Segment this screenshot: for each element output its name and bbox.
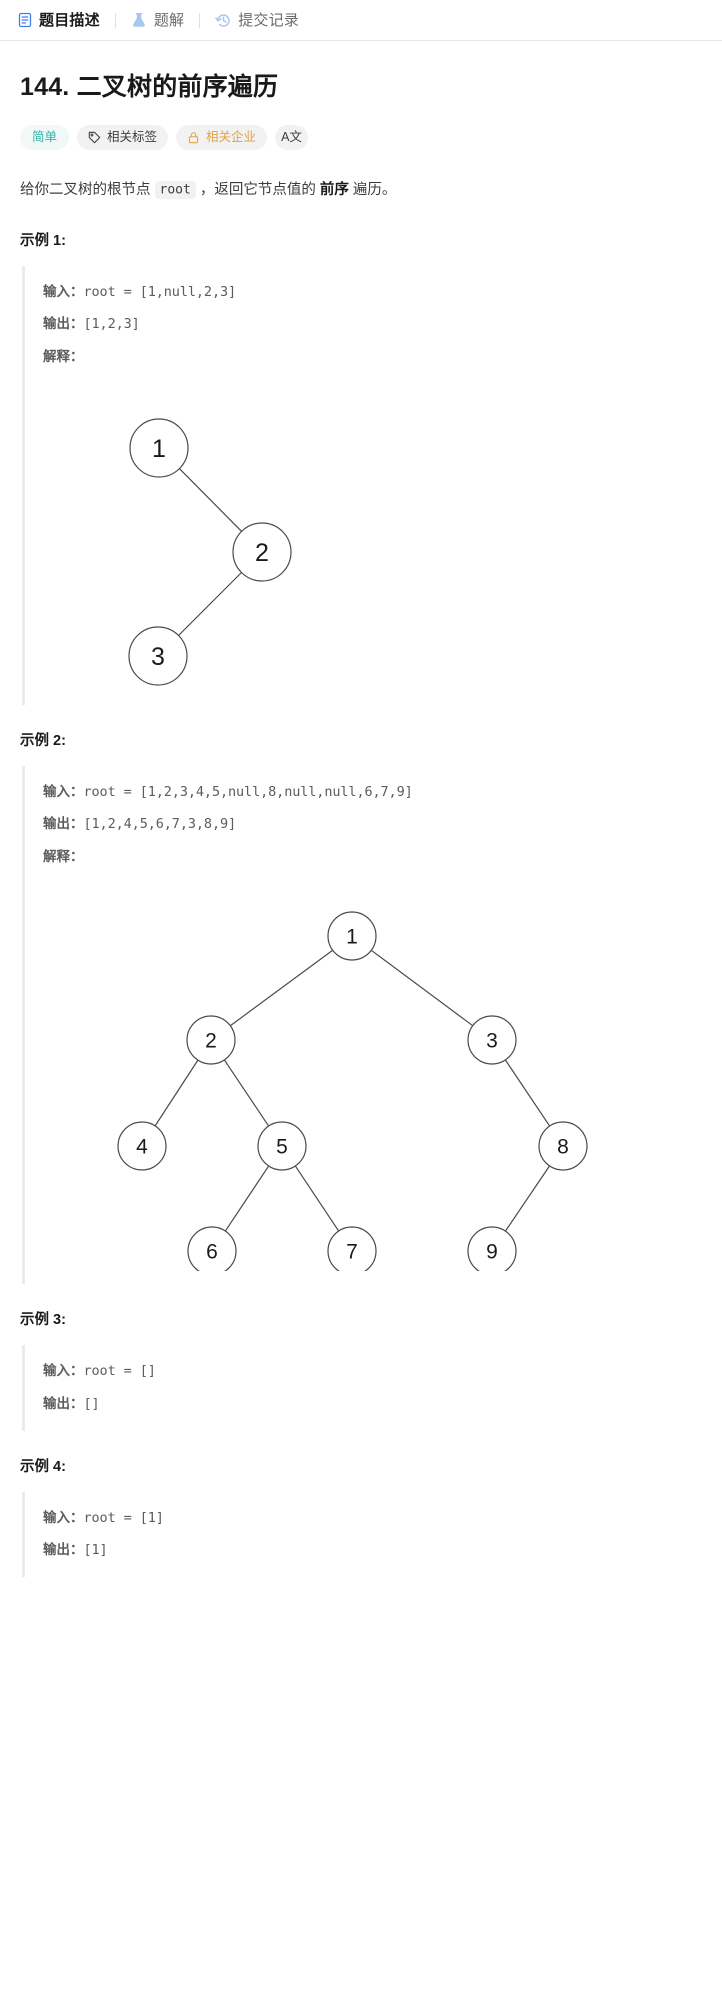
tree-node: 8 bbox=[538, 1121, 588, 1172]
tab-description-label: 题目描述 bbox=[39, 11, 100, 29]
tree-node: 1 bbox=[327, 911, 377, 962]
output-label: 输出： bbox=[43, 816, 84, 832]
input-label: 输入： bbox=[43, 283, 84, 299]
svg-text:9: 9 bbox=[486, 1241, 498, 1264]
desc-suffix: 遍历。 bbox=[348, 181, 397, 198]
tree-node: 2 bbox=[186, 1015, 236, 1066]
tab-submissions-label: 提交记录 bbox=[238, 11, 300, 29]
tree-node: 2 bbox=[232, 522, 292, 582]
tree-node: 5 bbox=[257, 1121, 307, 1172]
output-label: 输出： bbox=[43, 316, 84, 332]
tree-node: 1 bbox=[129, 418, 189, 478]
svg-text:6: 6 bbox=[206, 1241, 218, 1264]
difficulty-badge[interactable]: 简单 bbox=[20, 124, 70, 150]
page-title: 144. 二叉树的前序遍历 bbox=[20, 73, 279, 101]
binary-tree-svg-2: 1 2 3 4 5 8 6 7 9 bbox=[117, 911, 588, 1272]
meta-badge-row: 简单 相关标签 相关企业 bbox=[20, 124, 702, 150]
tree-node: 3 bbox=[128, 626, 188, 686]
example-1-heading: 示例 1: bbox=[20, 232, 66, 249]
problem-content: 144. 二叉树的前序遍历 简单 相关标签 bbox=[0, 71, 722, 1577]
svg-text:3: 3 bbox=[151, 643, 165, 671]
description-icon bbox=[16, 12, 33, 29]
output-label: 输出： bbox=[43, 1396, 84, 1412]
tree-node: 9 bbox=[467, 1226, 517, 1272]
svg-text:7: 7 bbox=[346, 1241, 358, 1264]
tab-solutions-label: 题解 bbox=[153, 11, 185, 29]
input-label: 输入： bbox=[43, 1363, 84, 1379]
tree-node: 4 bbox=[117, 1121, 167, 1172]
problem-description: 给你二叉树的根节点 root ，返回它节点值的 前序 遍历。 bbox=[20, 178, 702, 203]
flask-icon bbox=[131, 12, 148, 29]
input-label: 输入： bbox=[43, 1509, 84, 1525]
difficulty-label: 简单 bbox=[32, 129, 58, 144]
example-4-heading: 示例 4: bbox=[20, 1458, 66, 1475]
example-2-explain-label: 解释： bbox=[43, 848, 84, 864]
tree-node: 6 bbox=[187, 1226, 237, 1272]
tab-divider-1 bbox=[114, 12, 116, 28]
translate-toggle-button[interactable]: A文 bbox=[275, 124, 309, 150]
tab-divider-2 bbox=[199, 12, 201, 28]
tag-icon bbox=[88, 131, 101, 144]
related-tags-button[interactable]: 相关标签 bbox=[77, 124, 169, 150]
example-3-heading: 示例 3: bbox=[20, 1312, 66, 1329]
tab-submissions[interactable]: 提交记录 bbox=[213, 10, 301, 31]
example-2-output-line: 输出：[1,2,4,5,6,7,3,8,9] bbox=[43, 813, 702, 836]
translate-label: A文 bbox=[281, 129, 302, 144]
svg-text:4: 4 bbox=[136, 1136, 148, 1159]
svg-text:2: 2 bbox=[255, 539, 269, 567]
svg-text:5: 5 bbox=[276, 1136, 288, 1159]
svg-text:3: 3 bbox=[486, 1030, 498, 1053]
related-companies-button[interactable]: 相关企业 bbox=[176, 124, 268, 150]
svg-text:8: 8 bbox=[557, 1136, 569, 1159]
svg-text:1: 1 bbox=[152, 435, 166, 463]
tab-bar: 题目描述 题解 提交记录 bbox=[0, 0, 722, 41]
example-1-input-line: 输入：root = [1,null,2,3] bbox=[43, 281, 702, 304]
example-3-output-line: 输出：[] bbox=[43, 1393, 702, 1416]
example-2-input-line: 输入：root = [1,2,3,4,5,null,8,null,null,6,… bbox=[43, 781, 702, 804]
example-3-output-value: [] bbox=[83, 1396, 100, 1413]
tab-solutions[interactable]: 题解 bbox=[129, 10, 186, 31]
lock-icon bbox=[187, 131, 200, 144]
desc-emphasis: 前序 bbox=[319, 181, 349, 198]
example-1-tree-diagram: 1 2 3 bbox=[43, 378, 702, 692]
example-1-input-value: root = [1,null,2,3] bbox=[83, 283, 237, 300]
input-label: 输入： bbox=[43, 783, 84, 799]
desc-prefix: 给你二叉树的根节点 bbox=[20, 181, 155, 198]
tab-description[interactable]: 题目描述 bbox=[14, 10, 102, 31]
output-label: 输出： bbox=[43, 1542, 84, 1558]
related-companies-label: 相关企业 bbox=[206, 129, 257, 144]
desc-middle: ，返回它节点值的 bbox=[195, 181, 320, 198]
binary-tree-svg-1: 1 2 3 bbox=[128, 418, 292, 686]
example-2-heading: 示例 2: bbox=[20, 732, 66, 749]
example-4-output-value: [1] bbox=[83, 1542, 108, 1559]
example-1-output-value: [1,2,3] bbox=[83, 316, 140, 333]
example-2-output-value: [1,2,4,5,6,7,3,8,9] bbox=[83, 816, 237, 833]
svg-text:1: 1 bbox=[346, 926, 358, 949]
example-1-explain-label: 解释： bbox=[43, 349, 84, 365]
tree-node: 3 bbox=[467, 1015, 517, 1066]
example-2-block: 输入：root = [1,2,3,4,5,null,8,null,null,6,… bbox=[22, 765, 702, 1285]
example-1-output-line: 输出：[1,2,3] bbox=[43, 313, 702, 336]
tree-node: 7 bbox=[327, 1226, 377, 1272]
svg-text:2: 2 bbox=[205, 1030, 217, 1053]
history-icon bbox=[215, 12, 232, 29]
example-4-input-line: 输入：root = [1] bbox=[43, 1507, 702, 1530]
example-3-input-line: 输入：root = [] bbox=[43, 1360, 702, 1383]
example-2-input-value: root = [1,2,3,4,5,null,8,null,null,6,7,9… bbox=[83, 783, 413, 800]
example-4-input-value: root = [1] bbox=[83, 1509, 164, 1526]
example-4-block: 输入：root = [1] 输出：[1] bbox=[22, 1491, 702, 1577]
inline-code-root: root bbox=[154, 181, 196, 199]
example-3-input-value: root = [] bbox=[83, 1363, 156, 1380]
example-2-tree-diagram: 1 2 3 4 5 8 6 7 9 bbox=[43, 877, 702, 1272]
example-4-output-line: 输出：[1] bbox=[43, 1539, 702, 1562]
example-1-block: 输入：root = [1,null,2,3] 输出：[1,2,3] 解释： 1 2… bbox=[22, 265, 702, 705]
related-tags-label: 相关标签 bbox=[107, 129, 158, 144]
example-3-block: 输入：root = [] 输出：[] bbox=[22, 1345, 702, 1431]
